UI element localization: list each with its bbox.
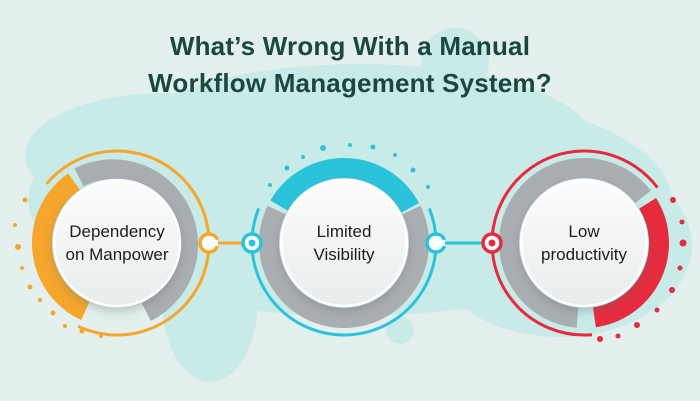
accent-arc-red — [592, 198, 669, 328]
wheel-graphic-orange — [13, 149, 211, 338]
step-dependency-on-manpower: Dependency on Manpower — [0, 123, 237, 363]
background-bubble — [386, 316, 414, 344]
step-limited-visibility: Limited Visibility — [224, 123, 464, 363]
inner-circle — [52, 178, 182, 308]
background-blob — [421, 28, 489, 96]
outer-ring-arc — [250, 207, 438, 337]
wheel-graphic-cyan — [250, 143, 438, 337]
background-bubble — [417, 294, 435, 312]
inner-circle — [279, 178, 409, 308]
outer-ring-arc — [490, 149, 659, 337]
gray-ring-arc — [499, 158, 651, 328]
accent-dots-red — [597, 197, 687, 342]
outer-ring-arc — [45, 149, 211, 337]
accent-dots-orange — [13, 197, 103, 338]
gray-ring-arc — [74, 159, 198, 322]
step-label: Low productivity — [541, 222, 627, 264]
inner-circle — [519, 178, 649, 308]
accent-arc-orange — [32, 173, 90, 321]
accent-dots-cyan — [268, 143, 430, 189]
accent-arc-cyan — [270, 158, 420, 213]
page-title: What’s Wrong With a Manual Workflow Mana… — [0, 28, 700, 102]
wheel-graphic-red — [490, 149, 687, 342]
step-low-productivity: Low productivity — [464, 123, 700, 363]
step-label: Dependency on Manpower — [65, 222, 169, 264]
gray-ring-arc — [259, 205, 429, 328]
title-line-1: What’s Wrong With a Manual — [169, 31, 531, 61]
title-line-2: Workflow Management System? — [148, 68, 552, 98]
step-label: Limited Visibility — [313, 222, 375, 264]
